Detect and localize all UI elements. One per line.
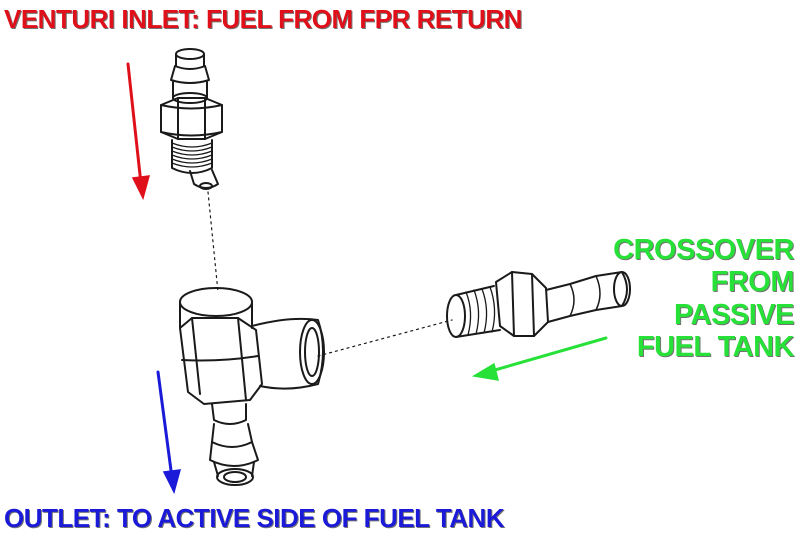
inlet-flow-arrow <box>126 62 151 201</box>
inlet-label: VENTURI INLET: FUEL FROM FPR RETURN <box>4 4 522 34</box>
venturi-inlet-fitting <box>160 48 223 190</box>
crossover-label-line-4: FUEL TANK <box>636 331 795 364</box>
crossover-label-line-1: CROSSOVER <box>613 234 794 266</box>
inlet-centerline <box>207 191 219 293</box>
outlet-label: OUTLET: TO ACTIVE SIDE OF FUEL TANK <box>4 503 505 533</box>
crossover-fitting <box>446 271 631 338</box>
crossover-label-line-2: FROM <box>710 266 795 299</box>
crossover-label: CROSSOVER FROM PASSIVE FUEL TANK <box>613 234 794 364</box>
outlet-flow-arrow <box>156 370 182 495</box>
crossover-centerline <box>317 319 453 357</box>
crossover-label-line-3: PASSIVE <box>673 298 795 331</box>
tee-body <box>179 287 325 486</box>
crossover-flow-arrow <box>471 336 608 381</box>
